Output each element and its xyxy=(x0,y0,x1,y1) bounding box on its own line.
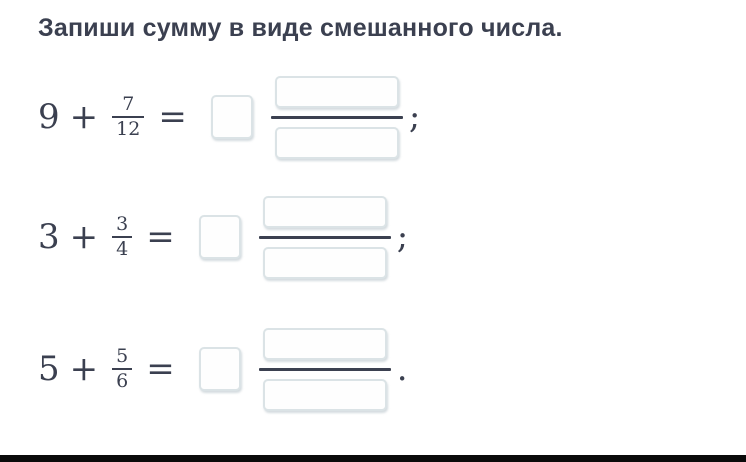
punctuation: . xyxy=(396,349,408,389)
printed-fraction: 3 4 xyxy=(112,213,133,260)
whole-addend: 3 xyxy=(38,217,60,257)
printed-numerator: 3 xyxy=(116,213,129,236)
plus-sign: + xyxy=(69,349,99,389)
punctuation: ; xyxy=(396,217,409,257)
exercise-row: 9 + 7 12 = ; xyxy=(38,71,746,163)
equals-sign: = xyxy=(158,97,187,137)
exercise-page: Запиши сумму в виде смешанного числа. 9 … xyxy=(38,14,746,415)
numerator-input[interactable] xyxy=(262,195,387,228)
answer-fraction xyxy=(258,195,391,279)
whole-addend: 9 xyxy=(38,97,60,137)
exercise-row: 5 + 5 6 = . xyxy=(38,323,746,415)
answer-fraction-bar xyxy=(258,367,391,371)
whole-addend: 5 xyxy=(38,349,60,389)
printed-fraction: 7 12 xyxy=(112,93,145,140)
denominator-input[interactable] xyxy=(274,126,399,159)
page-title: Запиши сумму в виде смешанного числа. xyxy=(38,14,563,42)
printed-denominator: 12 xyxy=(116,118,141,140)
fraction-bar xyxy=(112,116,145,118)
exercise-row: 3 + 3 4 = ; xyxy=(38,191,746,283)
whole-number-input[interactable] xyxy=(210,95,253,139)
plus-sign: + xyxy=(69,217,99,257)
math-expression: 5 + 5 6 = xyxy=(38,346,185,392)
equals-sign: = xyxy=(146,349,175,389)
equals-sign: = xyxy=(146,217,175,257)
bottom-divider xyxy=(0,455,746,462)
punctuation: ; xyxy=(408,97,421,137)
math-expression: 3 + 3 4 = xyxy=(38,214,185,260)
whole-number-input[interactable] xyxy=(198,347,241,391)
fraction-bar xyxy=(112,368,133,370)
numerator-input[interactable] xyxy=(262,327,387,360)
printed-denominator: 6 xyxy=(116,370,129,392)
printed-numerator: 7 xyxy=(122,93,135,116)
denominator-input[interactable] xyxy=(262,246,387,279)
whole-number-input[interactable] xyxy=(198,215,241,259)
numerator-input[interactable] xyxy=(274,75,399,108)
answer-fraction xyxy=(258,327,391,411)
plus-sign: + xyxy=(69,97,99,137)
answer-fraction-bar xyxy=(270,115,403,119)
printed-fraction: 5 6 xyxy=(112,345,133,392)
fraction-bar xyxy=(112,236,133,238)
denominator-input[interactable] xyxy=(262,378,387,411)
math-expression: 9 + 7 12 = xyxy=(38,94,197,140)
printed-numerator: 5 xyxy=(116,345,129,368)
answer-fraction-bar xyxy=(258,235,391,239)
printed-denominator: 4 xyxy=(116,238,129,260)
answer-fraction xyxy=(270,75,403,159)
